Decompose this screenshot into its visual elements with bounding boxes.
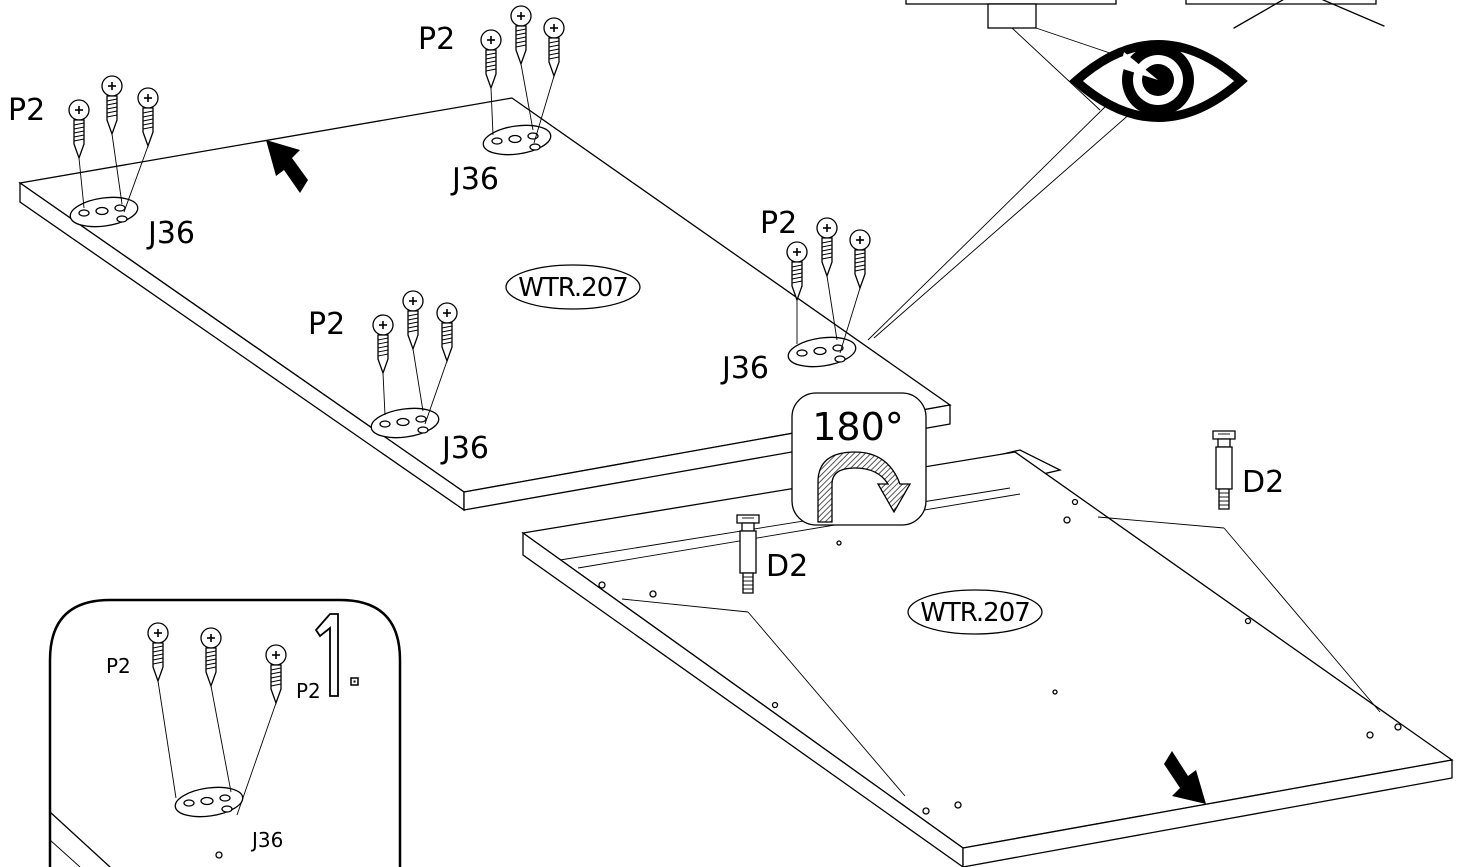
plate-label: J36 <box>720 351 769 386</box>
plate-label: J36 <box>450 162 499 197</box>
dowel-label: D2 <box>1242 465 1284 500</box>
arrow-icon <box>266 140 308 193</box>
screw-group <box>68 75 159 213</box>
plate-label: J36 <box>440 431 489 466</box>
svg-text:WTR.207: WTR.207 <box>920 598 1030 628</box>
plate-label: J36 <box>250 828 283 852</box>
rotate-icon: 180° <box>791 392 927 526</box>
screw-group <box>786 217 871 354</box>
screw-label: P2 <box>418 22 455 57</box>
screw-label: P2 <box>296 679 321 703</box>
sight-line <box>867 103 1109 341</box>
svg-text:180°: 180° <box>812 405 904 449</box>
detail-view <box>905 0 1385 111</box>
screw-group <box>372 290 458 425</box>
screw-label: P2 <box>308 307 345 342</box>
dowel <box>1212 430 1236 510</box>
eye-icon <box>1069 40 1248 122</box>
panel-tag: WTR.207 <box>505 264 641 310</box>
plate-label: J36 <box>146 216 195 251</box>
step-number <box>314 613 339 697</box>
detail-inset: P2 P2 J36 <box>48 598 402 867</box>
panel-tag: WTR.207 <box>907 589 1043 635</box>
screw-label: P2 <box>8 93 45 128</box>
screw-label: P2 <box>106 654 131 678</box>
screw-group <box>480 5 565 144</box>
panel-lower <box>521 449 1454 867</box>
dowel-label: D2 <box>766 549 808 584</box>
arrow-icon <box>1164 751 1206 804</box>
svg-text:WTR.207: WTR.207 <box>518 273 628 303</box>
sight-line <box>873 111 1133 339</box>
screw-label: P2 <box>760 206 797 241</box>
